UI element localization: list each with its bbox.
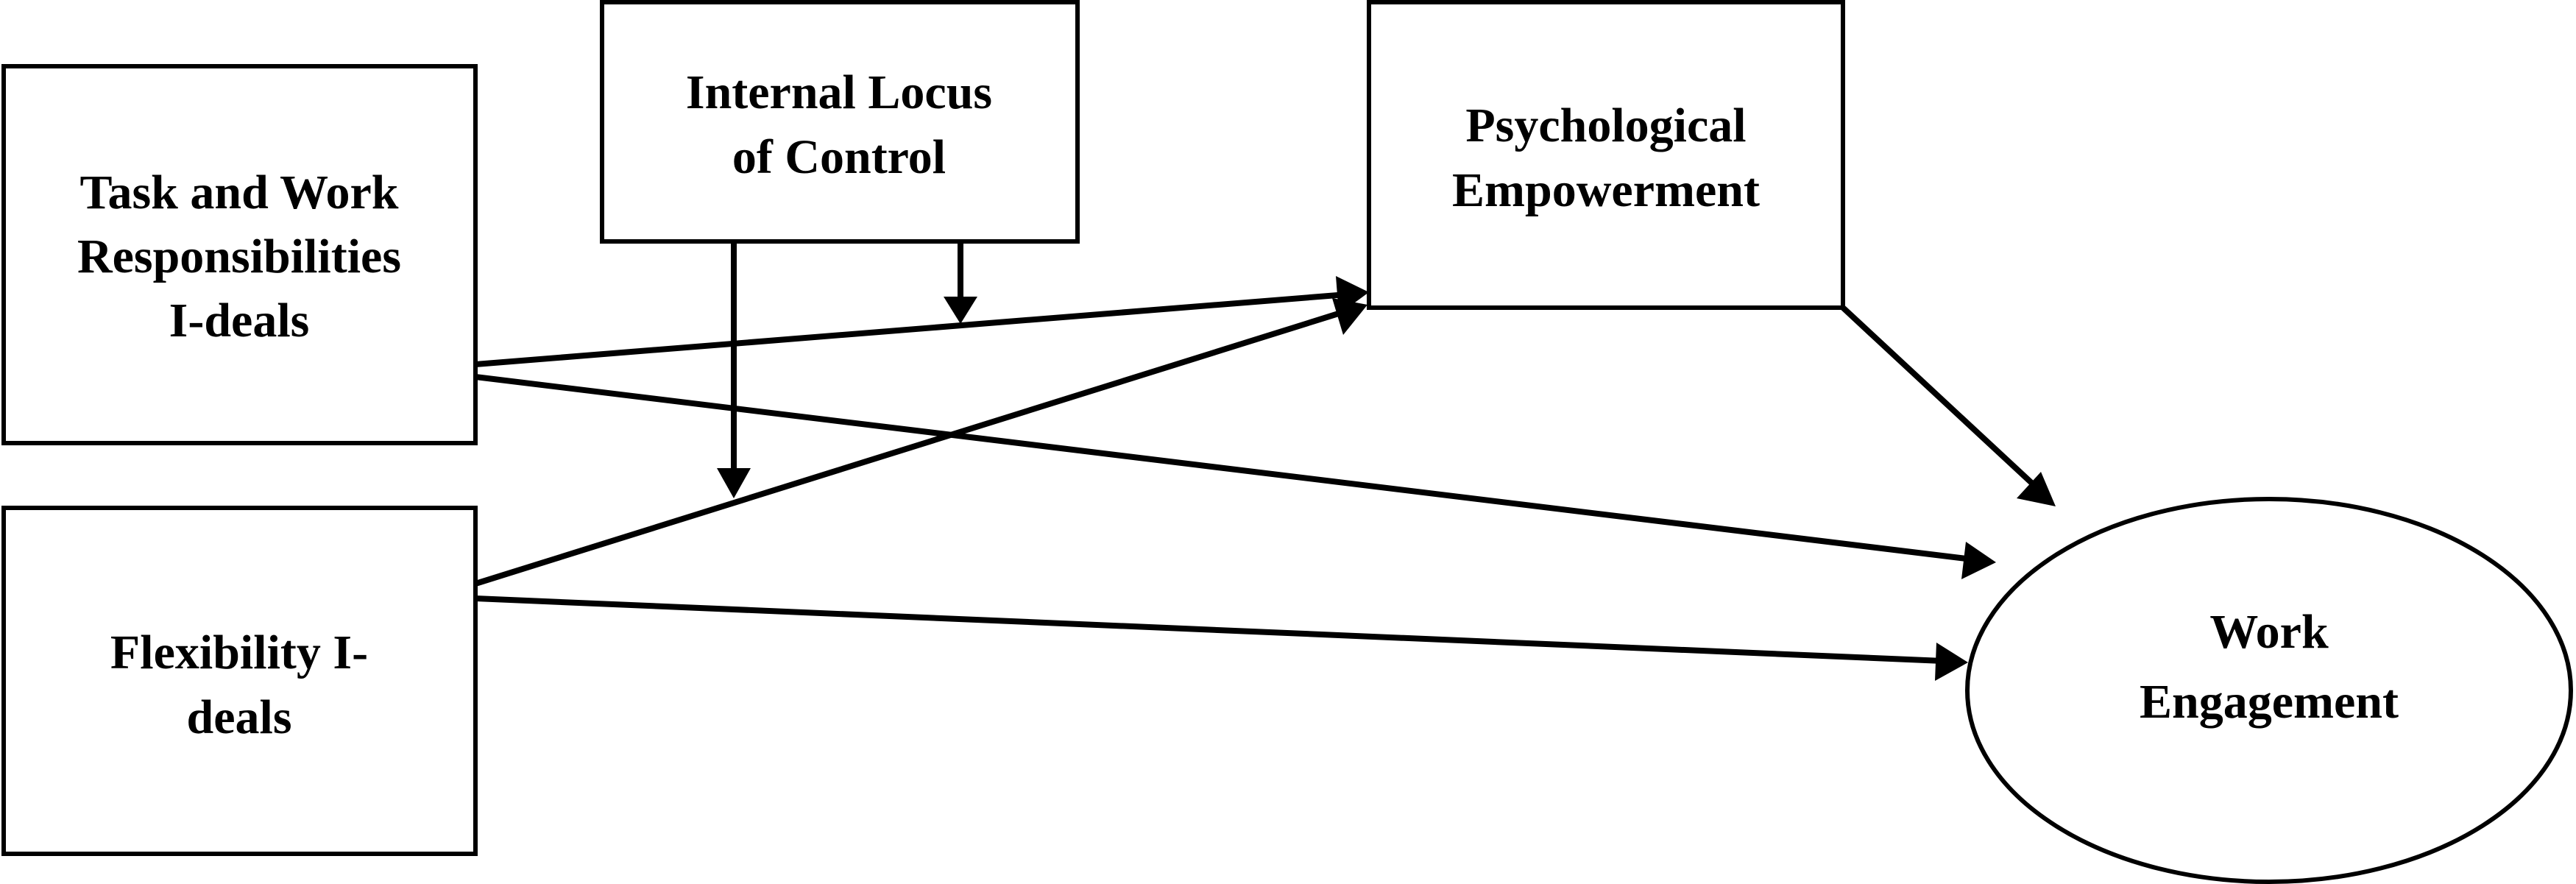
edge-flexibility-to-engagement [475, 595, 1968, 681]
node-ellipse [1965, 497, 2573, 884]
arrowhead-icon [1961, 542, 1996, 579]
node-label-line: deals [186, 690, 291, 744]
edge-flexibility-to-empowerment [474, 298, 1367, 587]
node-label-line: Internal Locus [686, 66, 992, 119]
node-box [1367, 0, 1845, 310]
node-label-line: Engagement [2140, 675, 2399, 729]
node-label-line: Psychological [1465, 99, 1746, 152]
arrowhead-icon [1935, 643, 1968, 681]
node-label-line: Task and Work [80, 166, 399, 219]
node-flexibility-ideals: Flexibility I- deals [1, 506, 478, 856]
edge-locus-to-flexibility-path [717, 241, 751, 498]
edge-line [475, 291, 1348, 367]
node-label-line: Work [2209, 605, 2329, 659]
node-psychological-empowerment: Psychological Empowerment [1367, 0, 1845, 310]
node-label-line: I-deals [169, 294, 310, 347]
node-label-line: Empowerment [1452, 163, 1760, 217]
node-box [600, 0, 1080, 244]
node-internal-locus-of-control: Internal Locus of Control [600, 0, 1080, 244]
arrowhead-icon [717, 468, 751, 498]
arrowhead-icon [944, 297, 977, 324]
node-label-line: Responsibilities [77, 230, 401, 283]
arrowhead-icon [2017, 472, 2056, 506]
arrowhead-icon [1332, 298, 1367, 335]
edge-line [475, 595, 1944, 664]
edge-task-to-empowerment [475, 276, 1369, 367]
edge-line [475, 374, 1973, 562]
edge-line [1841, 305, 2041, 492]
edge-task-to-engagement [475, 374, 1996, 579]
node-work-engagement: Work Engagement [1965, 497, 2573, 884]
node-label-line: of Control [732, 130, 946, 184]
node-box [1, 64, 478, 445]
node-task-work-ideals: Task and Work Responsibilities I-deals [1, 64, 478, 445]
edge-line [474, 309, 1345, 587]
node-label-line: Flexibility I- [110, 626, 368, 679]
node-box [1, 506, 478, 856]
edge-empowerment-to-engagement [1841, 305, 2056, 506]
edge-locus-to-task-empowerment-path [944, 241, 977, 324]
